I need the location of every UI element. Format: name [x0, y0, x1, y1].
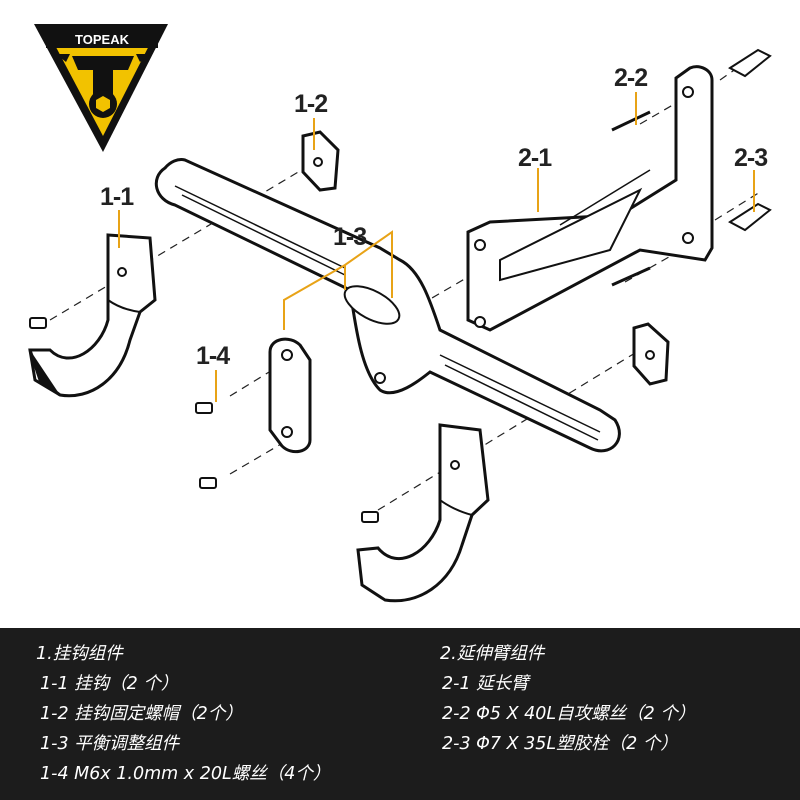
exploded-parts-diagram: TOPEAK	[28, 24, 772, 603]
fasteners	[29, 48, 772, 523]
parts-drawing: TOPEAK	[28, 24, 772, 603]
callout-1-1: 1-1	[100, 183, 134, 211]
legend-item-2-2: 2-2 Φ5 X 40L自攻螺丝（2 个）	[442, 704, 696, 724]
topeak-logo: TOPEAK	[34, 24, 168, 152]
callout-1-3: 1-3	[333, 223, 367, 251]
callout-2-3: 2-3	[734, 144, 768, 172]
balance-bar	[154, 158, 621, 453]
legend-group1-title: 1.挂钩组件	[36, 644, 123, 664]
legend-item-1-2: 1-2 挂钩固定螺帽（2个）	[40, 704, 243, 724]
callout-2-2: 2-2	[614, 64, 648, 92]
callout-2-1: 2-1	[518, 144, 552, 172]
legend-item-2-3: 2-3 Φ7 X 35L塑胶栓（2 个）	[442, 734, 678, 754]
legend-item-2-1: 2-1 延长臂	[442, 674, 529, 694]
callout-lines	[118, 92, 755, 402]
parts-legend: 1.挂钩组件 1-1 挂钩（2 个） 1-2 挂钩固定螺帽（2个） 1-3 平衡…	[0, 628, 800, 800]
callout-1-2: 1-2	[294, 90, 328, 118]
balance-plate	[268, 337, 312, 454]
hook-left	[28, 233, 157, 398]
legend-item-1-3: 1-3 平衡调整组件	[40, 734, 180, 754]
extension-arm	[466, 65, 714, 332]
hook-right	[356, 423, 490, 603]
hook-nut-top	[301, 130, 340, 192]
callout-1-4: 1-4	[196, 342, 230, 370]
legend-item-1-1: 1-1 挂钩（2 个）	[40, 674, 179, 694]
hook-nut-bottom	[632, 322, 670, 386]
logo-text: TOPEAK	[75, 32, 130, 47]
legend-group2-title: 2.延伸臂组件	[440, 644, 545, 664]
legend-item-1-4: 1-4 M6x 1.0mm x 20L螺丝（4个）	[40, 764, 331, 784]
